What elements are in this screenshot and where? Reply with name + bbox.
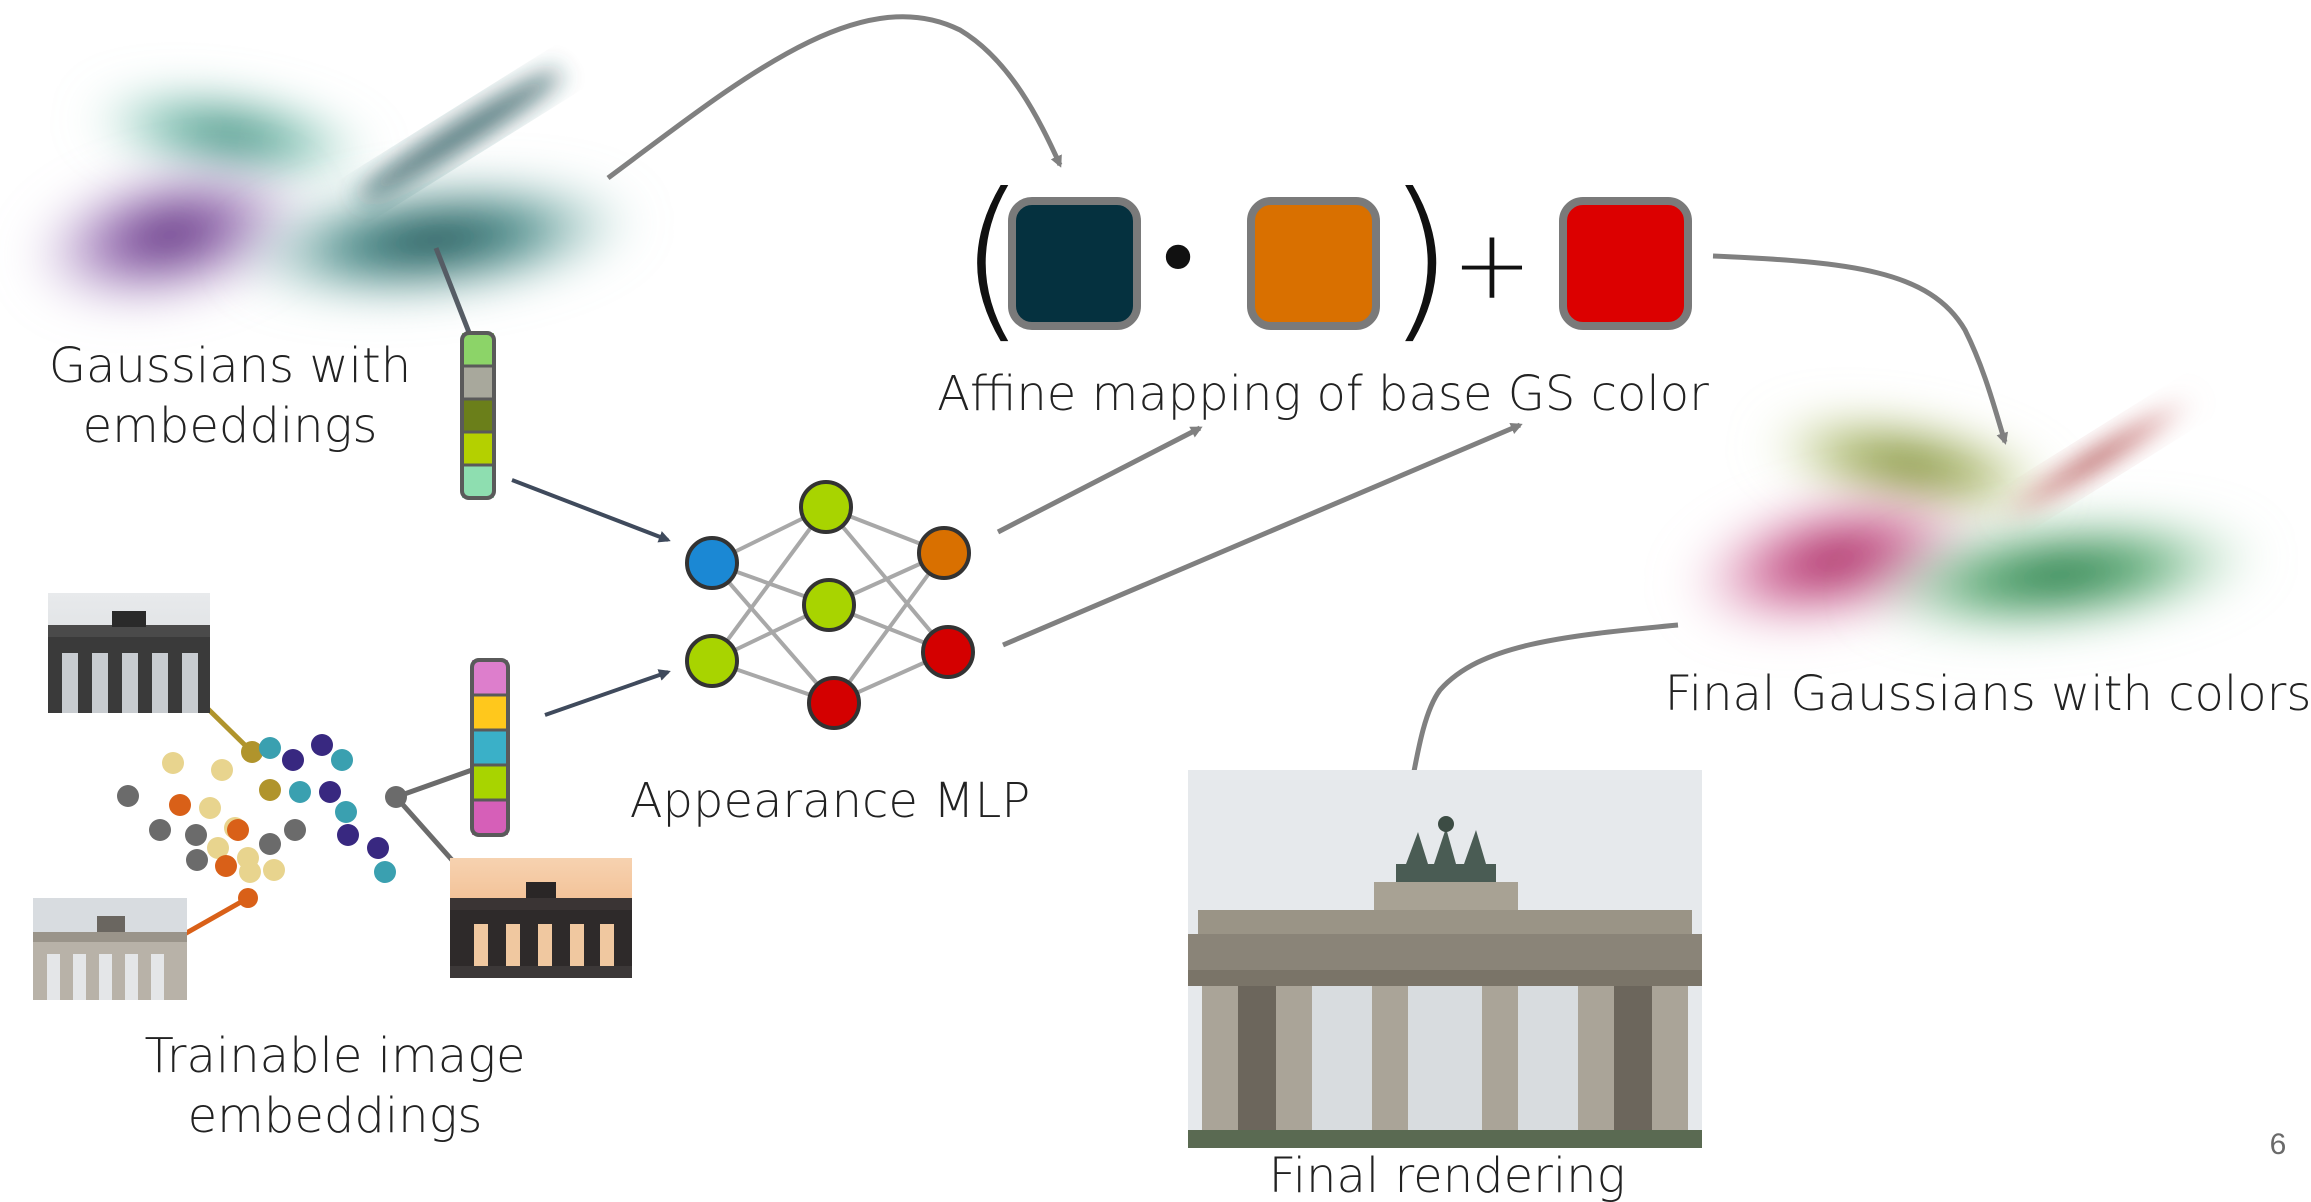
- label-trainable-embeddings-2: embeddings: [188, 1088, 483, 1144]
- label-final-gaussians: Final Gaussians with colors: [1665, 666, 2311, 722]
- final-rendering-image: [1188, 770, 1702, 1148]
- mlp-hidden-node-3: [807, 676, 861, 730]
- image-embedding-cell: [472, 695, 508, 730]
- photo-brandenburg-day: [48, 593, 210, 713]
- embedding-point: [169, 794, 191, 816]
- embedding-point: [186, 849, 208, 871]
- gaussians-blob-base: [22, 70, 644, 313]
- embedding-point: [259, 737, 281, 759]
- embedding-point: [211, 759, 233, 781]
- image-embedding-cell: [472, 800, 508, 835]
- gaussian-embedding-cell: [462, 432, 494, 465]
- embedding-point: [259, 833, 281, 855]
- gaussian-embedding-cell: [462, 399, 494, 432]
- embedding-point: [117, 785, 139, 807]
- embedding-point: [282, 749, 304, 771]
- embedding-point: [185, 824, 207, 846]
- embedding-point: [207, 837, 229, 859]
- embedding-point: [337, 824, 359, 846]
- final-gaussians-blob: [1677, 392, 2269, 639]
- image-embedding-outline: [470, 658, 510, 837]
- appearance-mlp-network: [685, 480, 975, 730]
- arrow-mlp-to-scale: [996, 425, 1203, 535]
- embedding-point: [331, 749, 353, 771]
- embedding-point: [215, 855, 237, 877]
- embedding-point: [319, 781, 341, 803]
- gaussian-embedding-cell: [462, 465, 494, 498]
- embedding-point: [311, 734, 333, 756]
- image-embedding-vector: [470, 658, 510, 837]
- label-trainable-embeddings-1: Trainable image: [144, 1028, 525, 1084]
- label-final-rendering: Final rendering: [1269, 1148, 1626, 1202]
- embedding-point: [239, 861, 261, 883]
- selected-embedding-to-sunset: [394, 795, 454, 862]
- mlp-hidden-node-2: [802, 578, 856, 632]
- embedding-point: [227, 819, 249, 841]
- label-gaussians-with-embeddings-1: Gaussians with: [49, 338, 411, 394]
- label-gaussians-with-embeddings-2: embeddings: [83, 398, 378, 454]
- image-embedding-cell: [472, 765, 508, 800]
- mlp-input-node-top: [685, 536, 739, 590]
- formula-close-paren: ): [1386, 157, 1454, 360]
- mlp-output-node-bottom: [921, 625, 975, 679]
- gaussian-embedding-outline: [460, 331, 496, 500]
- gaussian-to-embedding-connector: [433, 247, 473, 336]
- embedding-point: [374, 861, 396, 883]
- arrow-gaussian-embedding-to-mlp: [511, 478, 671, 543]
- mlp-input-node-bottom: [685, 634, 739, 688]
- arrow-mlp-to-offset: [1002, 422, 1523, 648]
- arrow-formula-to-final-gaussians: [1712, 253, 2009, 445]
- image-embedding-cell: [472, 730, 508, 765]
- formula-dot: •: [1153, 210, 1203, 308]
- label-affine-mapping: Affine mapping of base GS color: [937, 366, 1709, 422]
- label-appearance-mlp: Appearance MLP: [630, 773, 1031, 829]
- gaussian-embedding-cell: [462, 333, 494, 366]
- embedding-point: [289, 781, 311, 803]
- photo-brandenburg-grey: [33, 898, 187, 1000]
- image-embedding-cell: [472, 660, 508, 695]
- embedding-point: [162, 752, 184, 774]
- page-number: 6: [2270, 1128, 2287, 1161]
- embedding-point: [335, 801, 357, 823]
- arrow-image-embedding-to-mlp: [544, 669, 671, 717]
- selected-embedding-to-vector: [395, 767, 473, 800]
- embedding-point: [367, 837, 389, 859]
- photo-brandenburg-sunset: [450, 858, 632, 978]
- mlp-output-node-top: [917, 526, 971, 580]
- mlp-hidden-node-1: [799, 480, 853, 534]
- base-color-swatch: [1247, 197, 1380, 330]
- gaussian-embedding-cell: [462, 366, 494, 399]
- scale-color-swatch: [1008, 197, 1141, 330]
- arrow-final-gaussians-to-rendering: [1407, 622, 1679, 785]
- embedding-point: [284, 819, 306, 841]
- embedding-point: [259, 779, 281, 801]
- photo-day-connector: [203, 704, 254, 754]
- embedding-point: [149, 819, 171, 841]
- embedding-point: [199, 797, 221, 819]
- affine-formula: ( • ) +: [958, 157, 1692, 360]
- formula-plus: +: [1452, 209, 1532, 321]
- selected-embedding-dot: [385, 786, 407, 808]
- embedding-point: [263, 859, 285, 881]
- image-embedding-scatter: [117, 734, 396, 883]
- photo-grey-connector-dot: [238, 888, 258, 908]
- gaussian-embedding-vector: [460, 331, 496, 500]
- offset-color-swatch: [1559, 197, 1692, 330]
- arrow-gaussians-to-formula: [606, 14, 1063, 181]
